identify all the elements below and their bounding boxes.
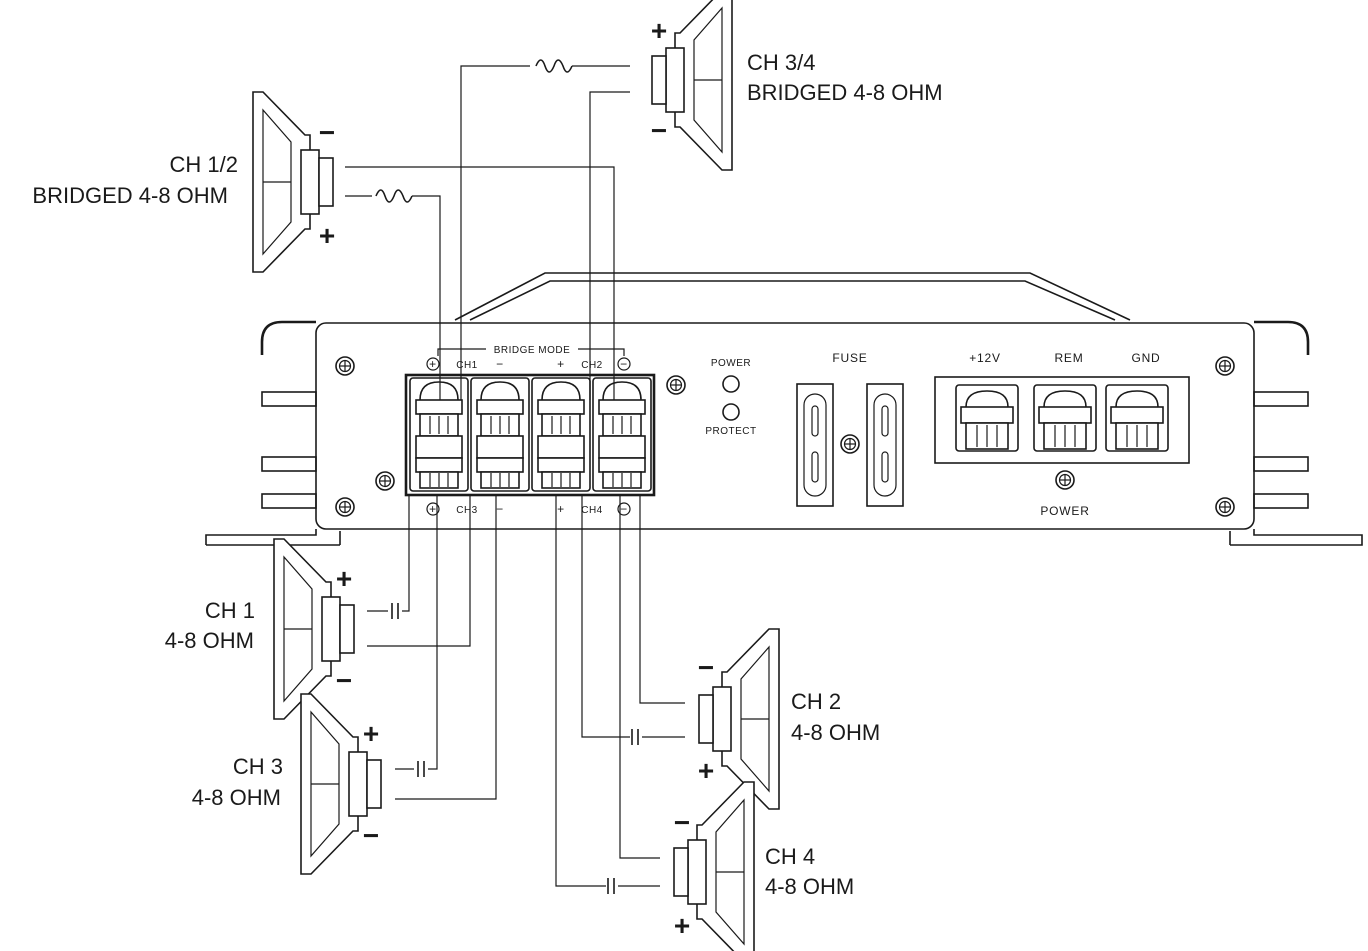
- wires: [345, 59, 685, 895]
- minus-circle-icon: [617, 502, 631, 516]
- bottom-minus2-label: −: [620, 502, 628, 516]
- terminal-ch1-plus[interactable]: [409, 377, 469, 492]
- terminal-ch1-minus[interactable]: [470, 377, 530, 492]
- ch1-minus: −: [336, 665, 352, 696]
- screw-icon: [335, 356, 355, 376]
- terminal-ch2-plus[interactable]: [531, 377, 591, 492]
- power-terminal-block: [934, 376, 1190, 464]
- speaker-ch34: + − CH 3/4 BRIDGED 4-8 OHM: [651, 0, 943, 171]
- speaker-ch1: + − CH 1 4-8 OHM: [165, 539, 354, 719]
- ch4-minus: −: [674, 807, 690, 838]
- ch34-rating: BRIDGED 4-8 OHM: [747, 80, 943, 105]
- top-minus2-label: −: [620, 357, 628, 371]
- power-label: POWER: [1040, 504, 1089, 518]
- left-fins: [261, 391, 317, 509]
- screw-icon: [840, 434, 860, 454]
- bottom-ch3-label: CH3: [456, 505, 478, 516]
- ch3-rating: 4-8 OHM: [192, 785, 281, 810]
- top-plus-label: +: [429, 357, 437, 371]
- ch1-name: CH 1: [205, 598, 255, 623]
- speaker-ch3: + − CH 3 4-8 OHM: [192, 694, 381, 874]
- ch34-plus: +: [651, 15, 667, 46]
- screw-icon: [1055, 470, 1075, 490]
- ch4-name: CH 4: [765, 844, 815, 869]
- plus-circle-icon: [426, 357, 440, 371]
- plus-circle-icon: [426, 502, 440, 516]
- bridge-mode-label: BRIDGE MODE: [494, 345, 571, 356]
- screw-icon: [1215, 497, 1235, 517]
- rem-label: REM: [1054, 351, 1083, 365]
- gnd-label: GND: [1131, 351, 1160, 365]
- ch12-plus: +: [319, 220, 335, 251]
- speaker-ch4: − + CH 4 4-8 OHM: [673, 781, 854, 951]
- ch2-plus: +: [698, 755, 714, 786]
- bottom-ch4-label: CH4: [581, 505, 603, 516]
- screw-icon: [666, 375, 686, 395]
- speaker-ch2: − + CH 2 4-8 OHM: [698, 628, 880, 810]
- screw-icon: [375, 471, 395, 491]
- fuse-label: FUSE: [832, 351, 867, 365]
- v12-label: +12V: [969, 351, 1001, 365]
- ch3-minus: −: [363, 820, 379, 851]
- terminal-rem[interactable]: [1033, 384, 1097, 452]
- ch4-plus: +: [674, 910, 690, 941]
- ch1-rating: 4-8 OHM: [165, 628, 254, 653]
- right-fins: [1253, 391, 1309, 509]
- ch34-name: CH 3/4: [747, 50, 815, 75]
- terminal-ch2-minus[interactable]: [592, 377, 652, 492]
- bottom-plus-label: +: [429, 502, 437, 516]
- ch2-rating: 4-8 OHM: [791, 720, 880, 745]
- top-plus2-label: +: [557, 357, 565, 371]
- power-led-label: POWER: [711, 358, 751, 369]
- bottom-minus-label: −: [496, 502, 504, 516]
- ch34-minus: −: [651, 115, 667, 146]
- ch12-rating: BRIDGED 4-8 OHM: [32, 183, 228, 208]
- ch2-name: CH 2: [791, 689, 841, 714]
- screw-icon: [1215, 356, 1235, 376]
- speaker-ch12: − + CH 1/2 BRIDGED 4-8 OHM: [32, 92, 335, 272]
- fuse-left[interactable]: [796, 383, 834, 507]
- ch1-plus: +: [336, 563, 352, 594]
- amplifier-body: BRIDGE MODE + CH1 − + CH2 − + CH3 − + CH…: [205, 272, 1363, 546]
- top-minus-label: −: [496, 357, 504, 371]
- ch2-minus: −: [698, 652, 714, 683]
- power-led-icon: [722, 375, 740, 393]
- terminal-gnd[interactable]: [1105, 384, 1169, 452]
- fuse-right[interactable]: [866, 383, 904, 507]
- ch3-plus: +: [363, 718, 379, 749]
- ch3-name: CH 3: [233, 754, 283, 779]
- protect-led-icon: [722, 403, 740, 421]
- ch12-minus: −: [319, 117, 335, 148]
- bottom-plus2-label: +: [557, 502, 565, 516]
- terminal-12v[interactable]: [955, 384, 1019, 452]
- top-ch2-label: CH2: [581, 360, 603, 371]
- protect-led-label: PROTECT: [705, 426, 756, 437]
- screw-icon: [335, 497, 355, 517]
- ch4-rating: 4-8 OHM: [765, 874, 854, 899]
- top-ch1-label: CH1: [456, 360, 478, 371]
- speaker-terminal-block: [404, 373, 656, 497]
- ch12-name: CH 1/2: [170, 152, 238, 177]
- minus-circle-icon: [617, 357, 631, 371]
